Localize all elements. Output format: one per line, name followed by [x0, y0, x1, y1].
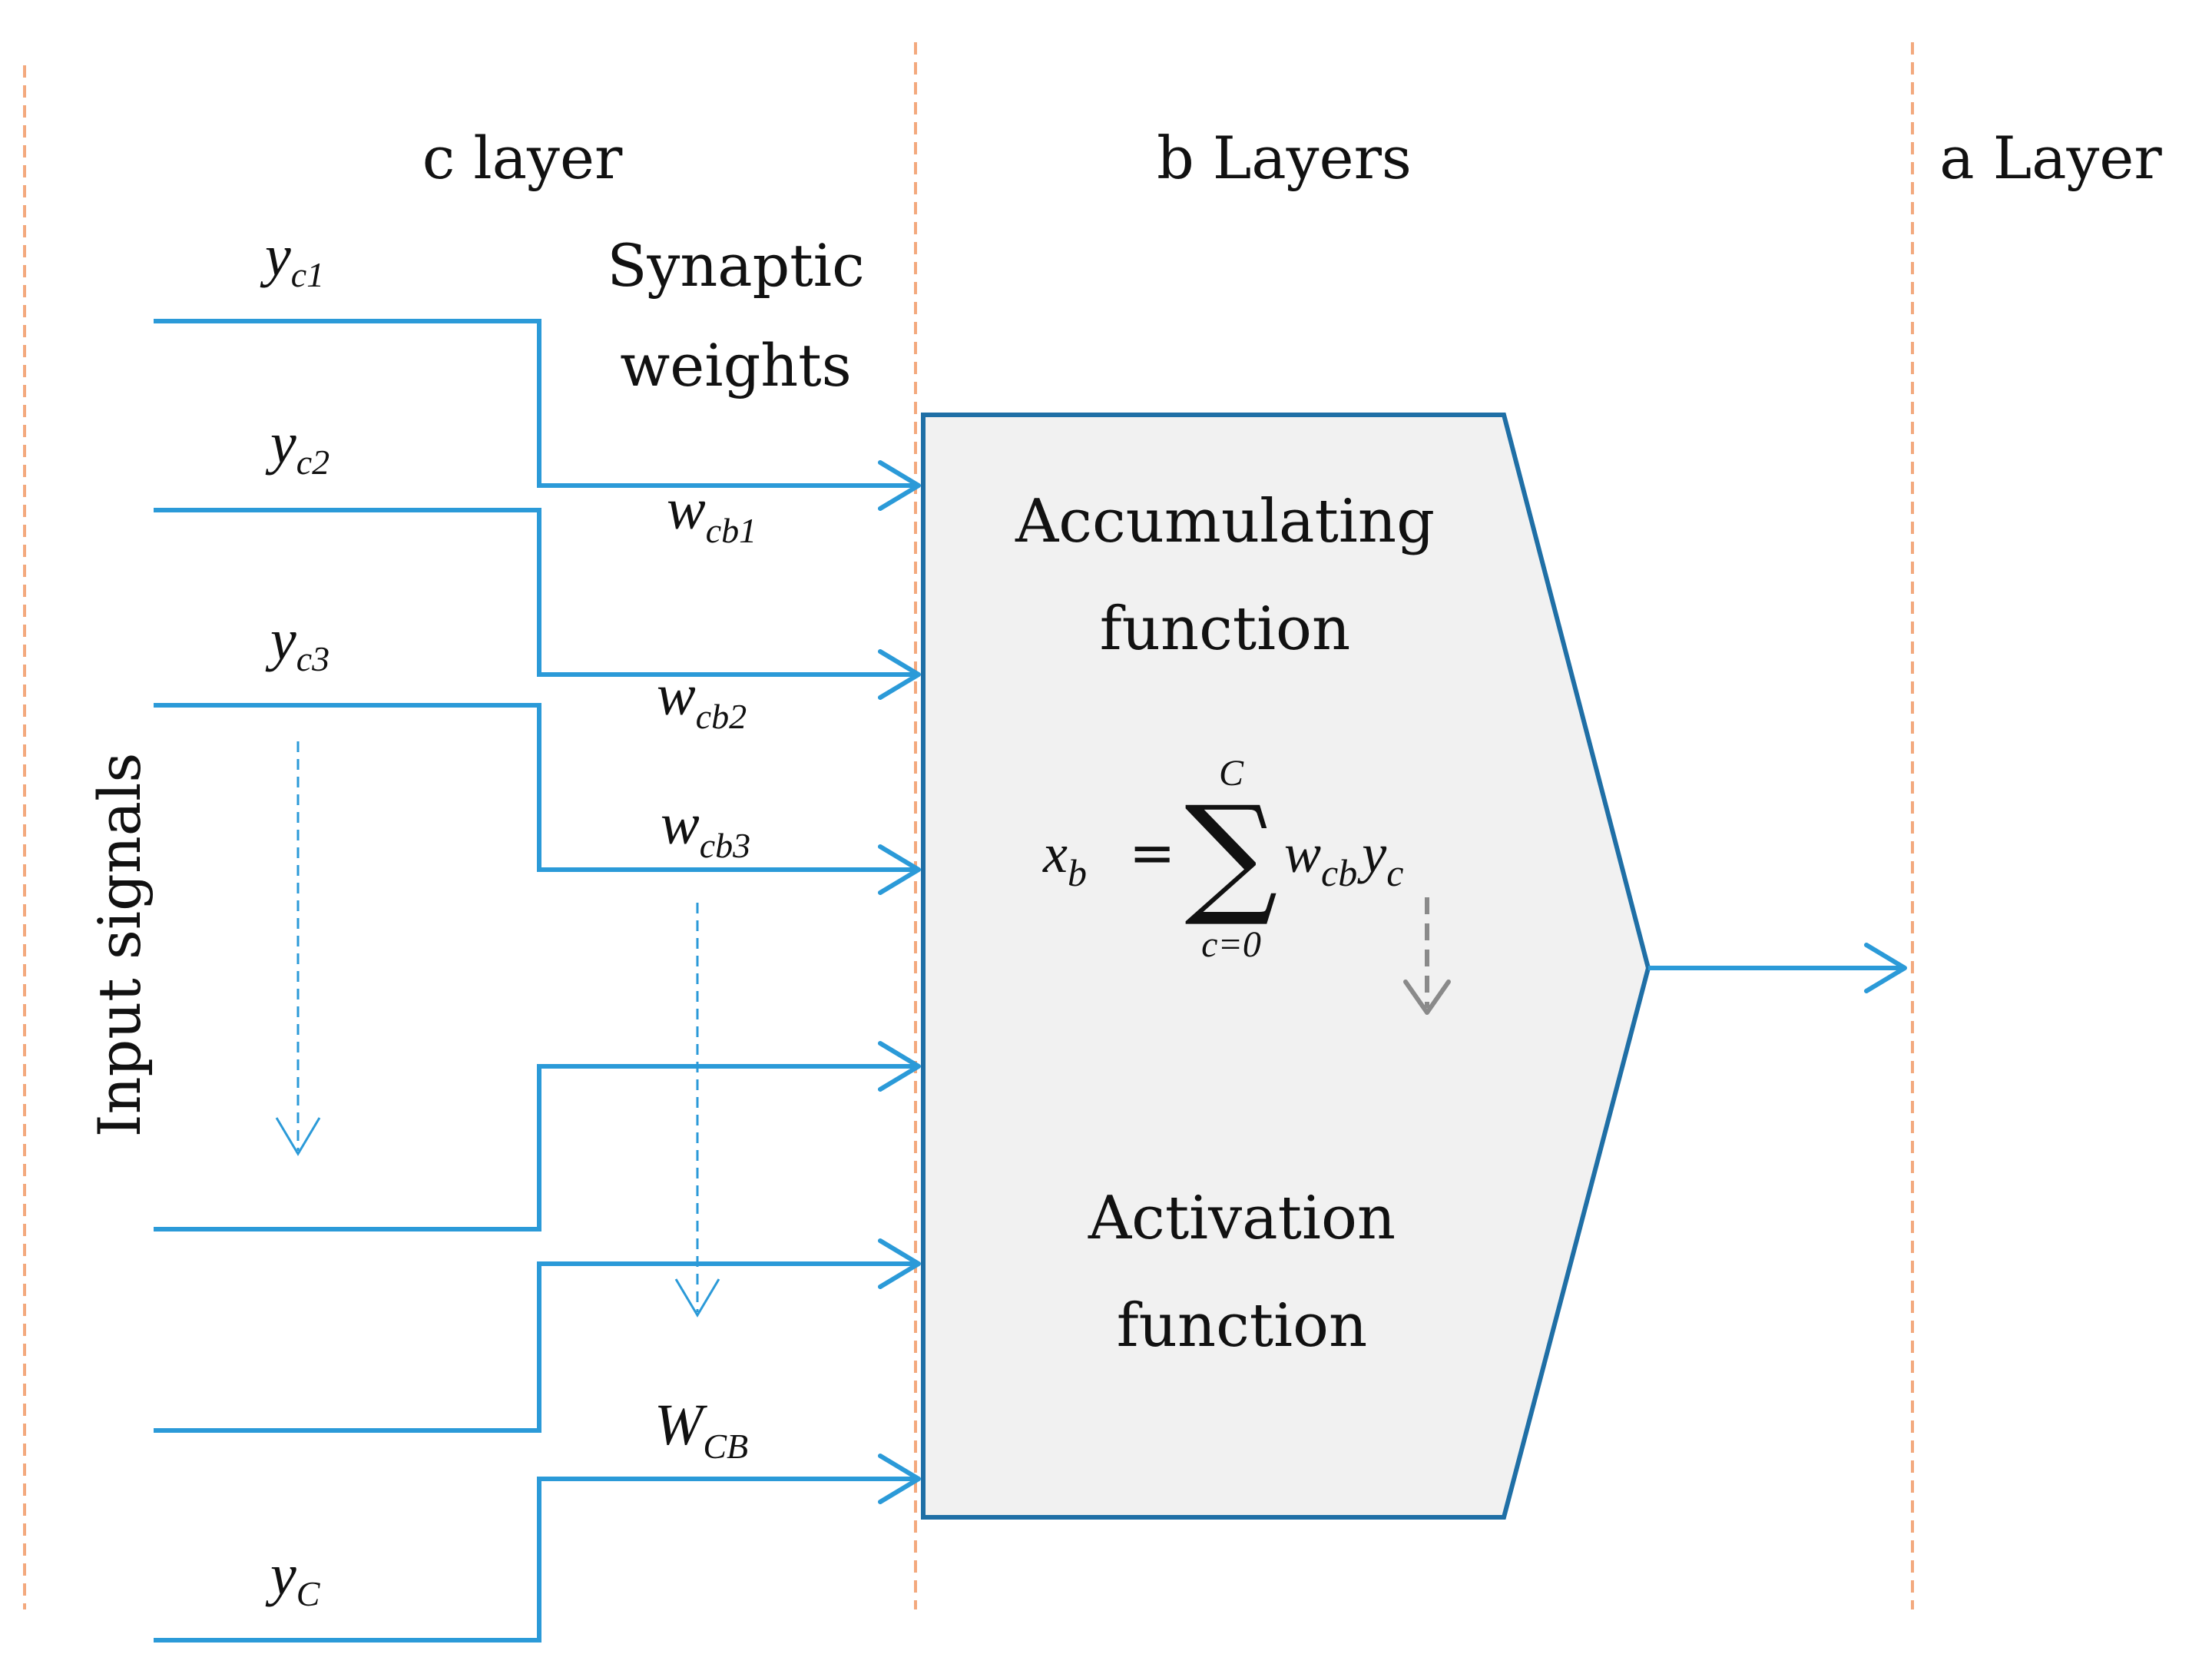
weight-label-WCB: WCB [654, 1393, 748, 1466]
inputs-continuation-arrowhead [275, 1117, 321, 1156]
arrowhead-1 [878, 460, 921, 511]
c-layer-title: c layer [422, 124, 623, 192]
b-layers-title: b Layers [1157, 124, 1412, 192]
input-label-yc3: yc3 [265, 608, 329, 678]
weight-label-wcb1: wcb1 [667, 477, 757, 550]
weights-continuation-arrowhead [674, 1278, 720, 1318]
weights-heading: weights [620, 331, 851, 399]
formula-equals: = [1129, 820, 1175, 885]
input-label-yc1: yc1 [260, 224, 324, 294]
input-label-yc2: yc2 [265, 411, 329, 482]
input-label-yC: yC [265, 1543, 321, 1613]
signal-path-6 [154, 1477, 919, 1643]
neuron-box [921, 413, 1651, 1520]
arrowhead-5 [878, 1238, 921, 1289]
synaptic-heading: Synaptic [607, 231, 864, 300]
gray-flow-arrowhead [1403, 980, 1451, 1015]
summation-formula: xb = C ∑ c=0 wcbyc [1042, 753, 1403, 965]
weight-label-wcb2: wcb2 [657, 663, 747, 736]
signal-path-3 [154, 703, 919, 872]
activation-label: Activation [1088, 1184, 1396, 1253]
weight-label-wcb3: wcb3 [661, 792, 750, 865]
input-signals-label: Input signals [85, 753, 154, 1138]
arrowhead-6 [878, 1454, 921, 1504]
formula-lhs: xb [1042, 823, 1087, 894]
accumulating-label: Accumulating [1015, 487, 1435, 556]
signal-path-5 [154, 1261, 919, 1433]
signal-path-4 [154, 1064, 919, 1231]
arrowhead-3 [878, 844, 921, 895]
formula-term: wcbyc [1284, 823, 1403, 894]
formula-upper-limit: C [1219, 753, 1244, 794]
output-arrowhead [1864, 943, 1907, 993]
arrowhead-4 [878, 1041, 921, 1092]
signal-path-2 [154, 508, 919, 677]
accumulating-function-label: function [1100, 595, 1351, 664]
activation-function-label: function [1117, 1291, 1368, 1361]
signal-path-1 [154, 319, 919, 488]
summation-sign: ∑ [1184, 778, 1277, 930]
formula-lower-limit: c=0 [1201, 924, 1261, 965]
a-layer-title: a Layer [1939, 124, 2162, 192]
arrowhead-2 [878, 649, 921, 700]
